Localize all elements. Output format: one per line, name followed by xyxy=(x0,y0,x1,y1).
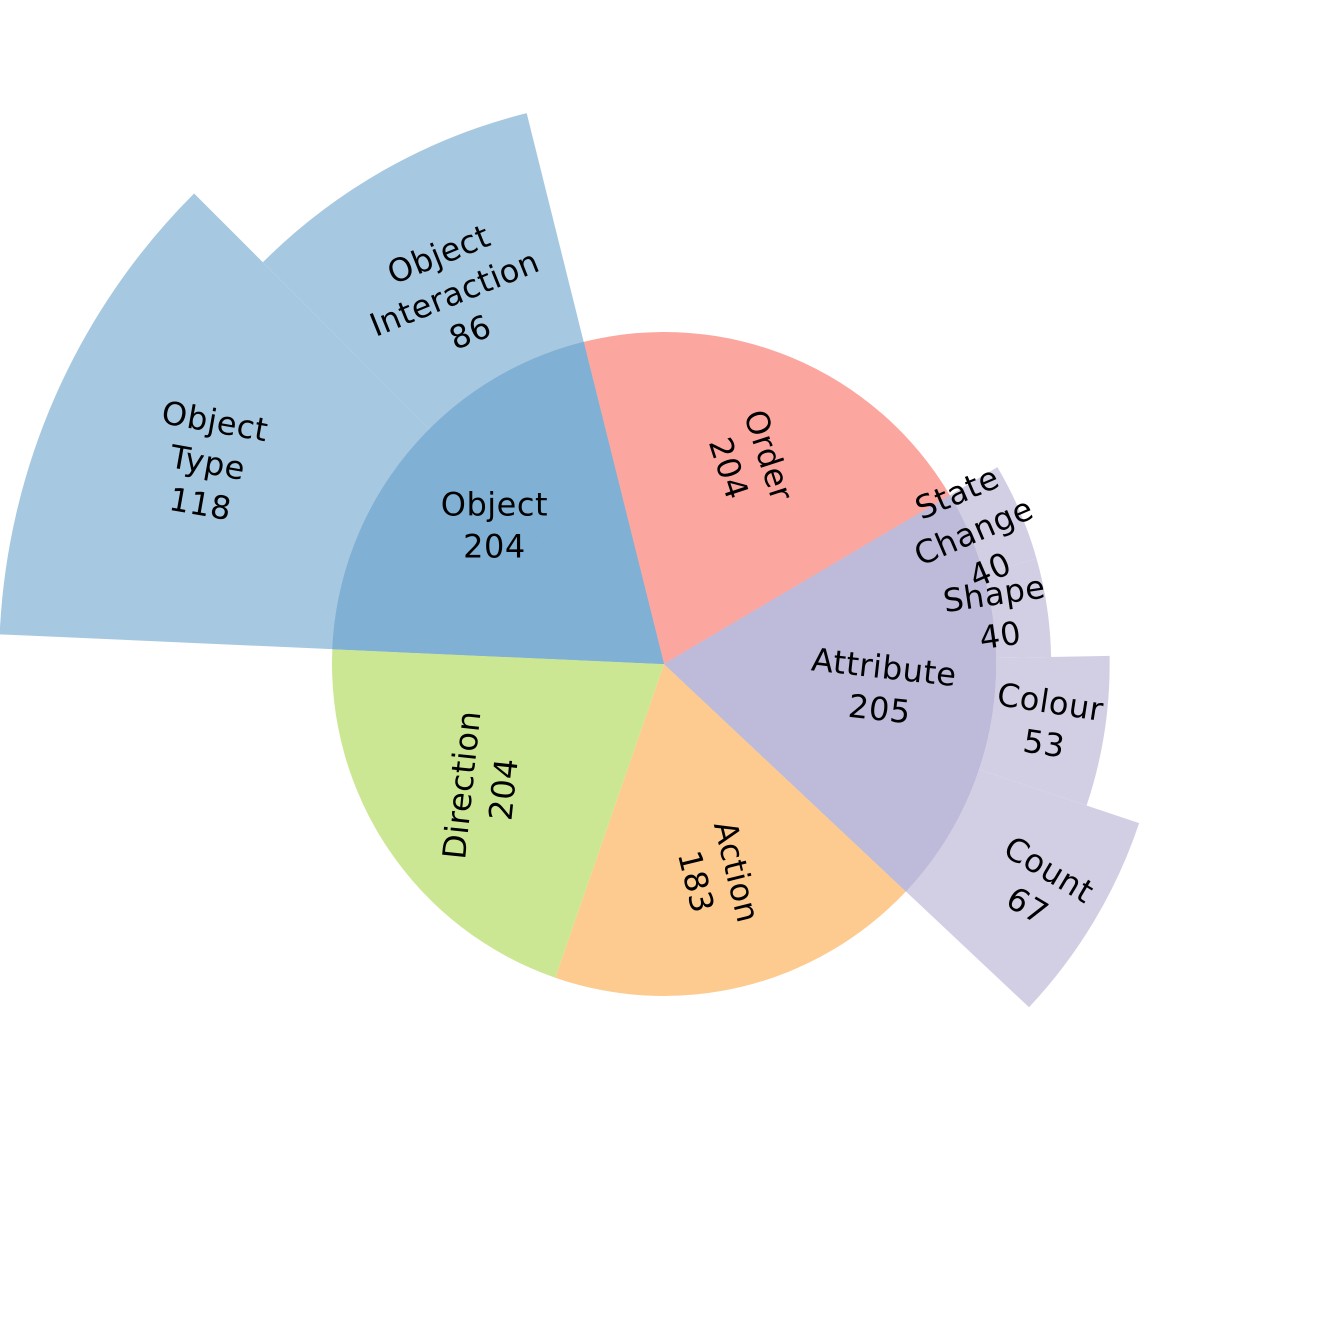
overlap-wedge-state-change xyxy=(664,495,984,664)
overlap-wedge-object-type xyxy=(332,429,664,664)
label-colour: Colour53 xyxy=(988,675,1106,770)
inner-wedge-action xyxy=(555,664,906,997)
inner-wedge-direction xyxy=(331,649,664,978)
overlap-wedge-object-interaction xyxy=(429,341,664,664)
outer-ring-overlap xyxy=(332,341,997,892)
inner-wedge-order xyxy=(583,331,950,664)
overlap-wedge-colour xyxy=(664,657,997,770)
overlap-wedge-count xyxy=(664,664,979,892)
overlap-wedge-shape xyxy=(664,573,996,664)
